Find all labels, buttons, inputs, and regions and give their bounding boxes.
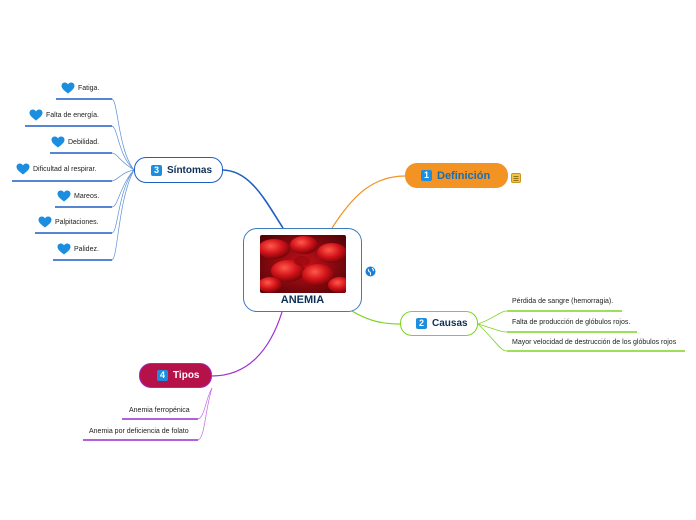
topic-label: Síntomas [167, 164, 213, 176]
sintoma-item[interactable]: Falta de energía. [29, 109, 99, 121]
heart-icon [29, 109, 43, 121]
sintoma-item[interactable]: Palpitaciones. [38, 216, 99, 228]
sintoma-item[interactable]: Mareos. [57, 190, 99, 202]
heart-icon [16, 163, 30, 175]
globe-link-icon[interactable] [365, 264, 376, 277]
causa-item[interactable]: Pérdida de sangre (hemorragia). [512, 298, 614, 305]
topic-causas[interactable]: 2 Causas [400, 311, 478, 336]
sintoma-label: Falta de energía. [46, 111, 99, 119]
tipo-item[interactable]: Anemia ferropénica [129, 407, 190, 414]
heart-icon [57, 243, 71, 255]
sintoma-label: Mareos. [74, 192, 100, 200]
note-icon[interactable] [511, 170, 521, 183]
heart-icon [38, 216, 52, 228]
heart-icon [57, 190, 71, 202]
topic-label: Definición [437, 169, 491, 182]
causa-item[interactable]: Falta de producción de glóbulos rojos. [512, 319, 631, 326]
topic-number-badge: 3 [151, 164, 162, 176]
causa-item[interactable]: Mayor velocidad de destrucción de los gl… [512, 339, 677, 346]
heart-icon [51, 136, 65, 148]
topic-label: Tipos [173, 370, 200, 381]
tipo-item[interactable]: Anemia por deficiencia de folato [89, 428, 189, 435]
central-topic-title: ANEMIA [280, 294, 325, 306]
topic-number-badge: 1 [421, 170, 432, 181]
sintoma-item[interactable]: Dificultad al respirar. [16, 163, 96, 175]
red-blood-cells-image [260, 235, 346, 293]
topic-sintomas[interactable]: 3 Síntomas [134, 157, 223, 183]
sintoma-label: Debilidad. [68, 138, 100, 146]
central-topic[interactable]: ANEMIA [243, 228, 362, 312]
sintoma-item[interactable]: Palidez. [57, 243, 99, 255]
topic-number-badge: 4 [157, 370, 168, 381]
heart-icon [61, 82, 75, 94]
sintoma-label: Fatiga. [78, 84, 100, 92]
topic-definicion[interactable]: 1 Definición [405, 163, 508, 188]
sintoma-label: Palpitaciones. [55, 218, 99, 226]
topic-number-badge: 2 [416, 318, 427, 329]
sintoma-label: Dificultad al respirar. [33, 165, 97, 173]
sintoma-item[interactable]: Fatiga. [61, 82, 99, 94]
sintoma-label: Palidez. [74, 245, 99, 253]
sintoma-item[interactable]: Debilidad. [51, 136, 99, 148]
topic-label: Causas [432, 318, 468, 329]
topic-tipos[interactable]: 4 Tipos [139, 363, 212, 388]
